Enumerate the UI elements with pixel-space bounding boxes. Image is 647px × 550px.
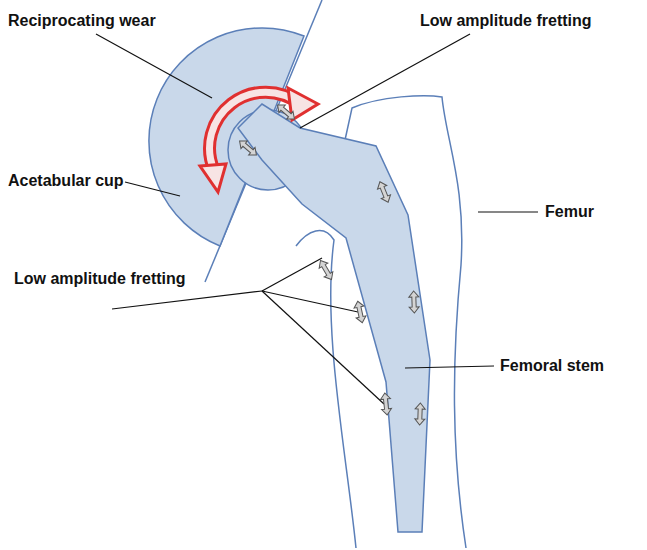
fretting-arrow xyxy=(274,101,297,123)
fretting-arrow xyxy=(380,393,392,416)
femoral-stem xyxy=(238,104,430,532)
fretting-arrow xyxy=(375,180,393,204)
part-label: Reciprocating wear xyxy=(8,12,156,30)
wear-arrow xyxy=(210,92,300,170)
part-label: Low amplitude fretting xyxy=(14,270,186,288)
femur-outline xyxy=(296,231,356,548)
fretting-arrows xyxy=(236,101,425,425)
fretting-arrow xyxy=(409,291,420,313)
wear-arrowhead xyxy=(200,164,226,192)
fretting-arrow xyxy=(353,300,367,324)
part-label: Acetabular cup xyxy=(8,172,124,190)
part-label: Femoral stem xyxy=(500,357,604,375)
fretting-arrow xyxy=(415,403,426,425)
leader-lines xyxy=(96,34,538,404)
fretting-arrow xyxy=(316,258,336,282)
wear-arrow xyxy=(210,92,300,170)
fretting-arrow xyxy=(236,137,259,159)
part-label: Low amplitude fretting xyxy=(420,12,592,30)
part-label: Femur xyxy=(545,203,594,221)
